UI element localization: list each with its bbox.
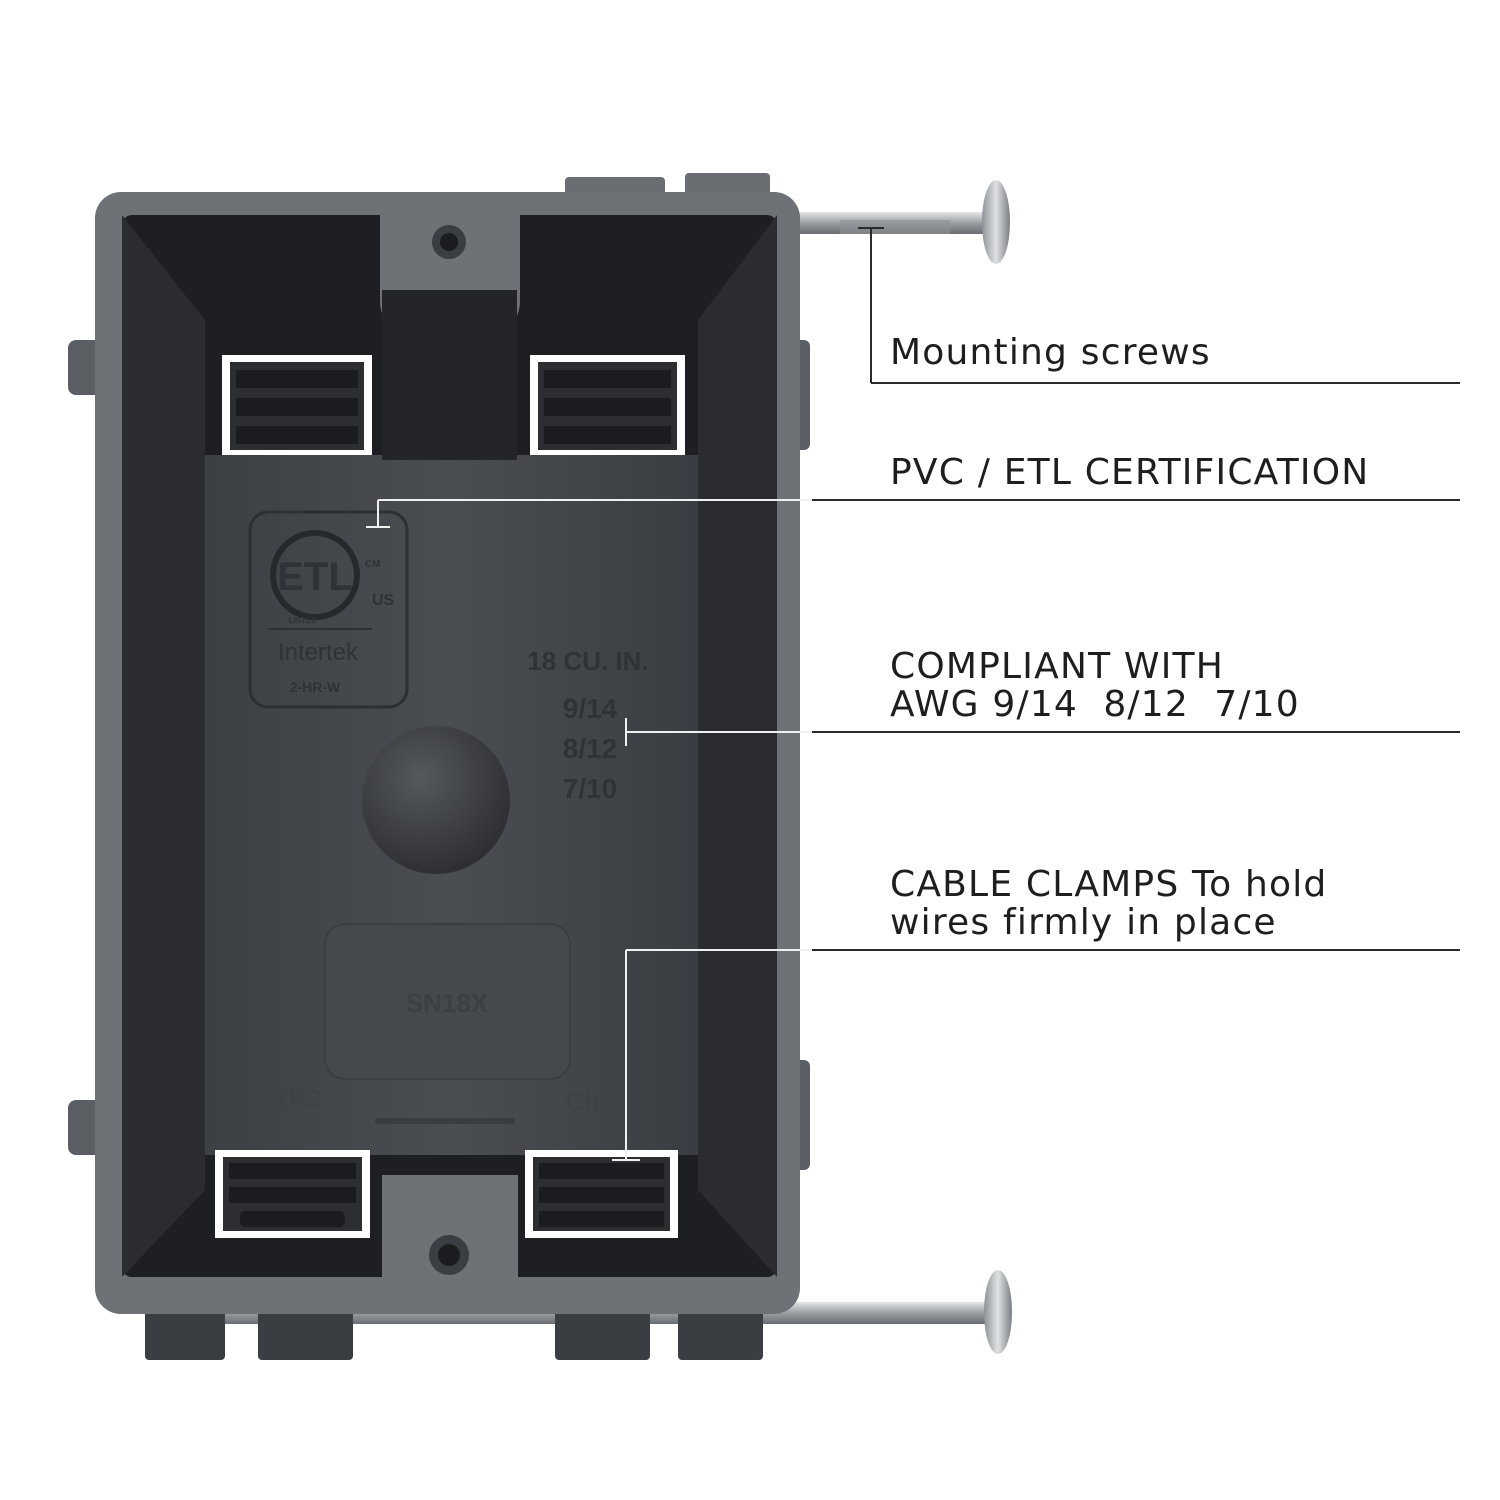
callout-line: COMPLIANT WITH xyxy=(890,646,1224,687)
callout-line: PVC / ETL CERTIFICATION xyxy=(890,452,1370,493)
top-mounting-ear xyxy=(380,192,520,460)
callout-mounting-screws: Mounting screws xyxy=(890,334,1211,372)
awg-marking-1: 9/14 xyxy=(563,693,618,724)
svg-text:CM: CM xyxy=(365,559,381,570)
model-label-area xyxy=(324,923,571,1080)
cable-clamp-top-right xyxy=(530,355,685,455)
knockout-dome xyxy=(362,726,510,874)
cable-clamp-top-left xyxy=(222,355,372,455)
callout-certification: PVC / ETL CERTIFICATION xyxy=(890,454,1369,492)
svg-text:ETL: ETL xyxy=(277,555,353,599)
origin-marking: China xyxy=(566,1086,634,1116)
cable-clamp-bottom-left xyxy=(215,1150,370,1238)
svg-text:LISTED: LISTED xyxy=(289,616,318,625)
svg-text:US: US xyxy=(372,592,395,609)
callout-line: CABLE CLAMPS To hold xyxy=(890,864,1328,905)
awg-marking-2: 8/12 xyxy=(563,733,618,764)
callout-leader-lines xyxy=(366,227,1460,1161)
etl-certification-badge: ETL CM US LISTED Intertek 2-HR-W xyxy=(248,510,409,709)
model-marking: SN18X xyxy=(406,988,489,1018)
svg-text:2-HR-W: 2-HR-W xyxy=(290,679,341,695)
callout-line: AWG 9/14 8/12 7/10 xyxy=(890,684,1300,725)
cable-clamp-bottom-right xyxy=(525,1150,678,1238)
bottom-mounting-ear xyxy=(382,1175,518,1314)
awg-marking-3: 7/10 xyxy=(563,773,618,804)
callout-cable-clamps: CABLE CLAMPS To hold wires firmly in pla… xyxy=(890,866,1327,942)
callout-line: wires firmly in place xyxy=(890,902,1277,943)
top-mounting-nail xyxy=(760,180,1010,264)
mold-code-marking: 1B3 xyxy=(275,1084,321,1114)
box-bottom-feet xyxy=(145,1300,763,1360)
capacity-marking: 18 CU. IN. xyxy=(527,646,648,676)
callout-compliance: COMPLIANT WITH AWG 9/14 8/12 7/10 xyxy=(890,648,1300,724)
callout-line: Mounting screws xyxy=(890,332,1211,373)
svg-text:Intertek: Intertek xyxy=(278,639,359,666)
